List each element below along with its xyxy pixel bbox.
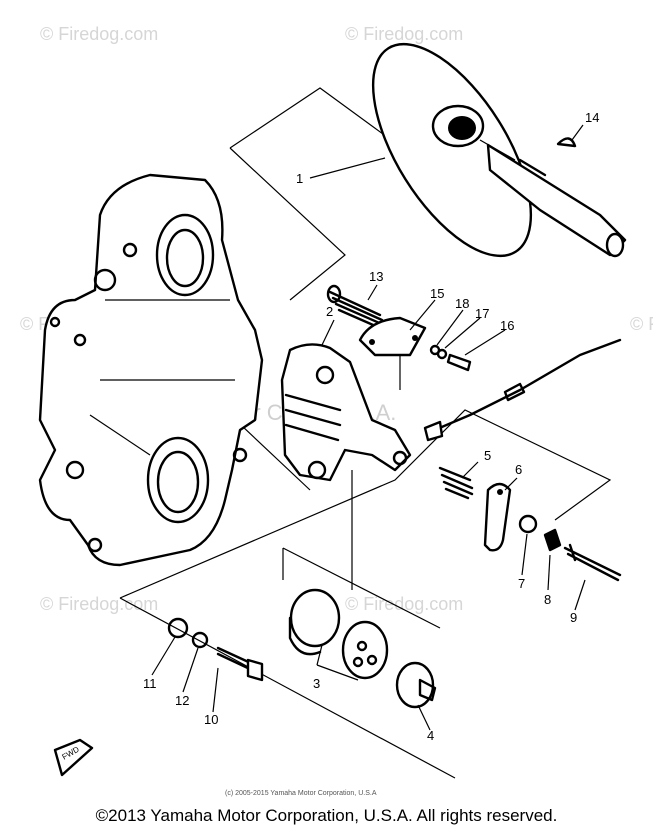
woodruff-key [556, 137, 577, 148]
part-number-12: 12 [175, 693, 189, 708]
watermark-mid-right: © Firedog.com [630, 314, 653, 334]
part-number-15: 15 [430, 286, 444, 301]
part-number-3: 3 [313, 676, 320, 691]
chaincase-cover [38, 173, 264, 567]
grouping-lines [119, 87, 612, 779]
fine-print: (c) 2005-2015 Yamaha Motor Corporation, … [225, 790, 377, 797]
callout-leaders [151, 157, 586, 731]
bracket-plate [358, 316, 427, 357]
part-number-labels: 1 2 3 4 5 6 7 8 9 10 11 12 13 14 15 16 1… [143, 110, 599, 743]
leader-pads-top [282, 547, 441, 629]
part-number-2: 2 [326, 304, 333, 319]
part-number-8: 8 [544, 592, 551, 607]
leader-disc-left [229, 147, 346, 301]
watermark-bottom-left: © Firedog.com [40, 594, 158, 614]
part-number-5: 5 [484, 448, 491, 463]
adjust-bolt-9 [563, 543, 622, 582]
part-number-4: 4 [427, 728, 434, 743]
copyright-caption: ©2013 Yamaha Motor Corporation, U.S.A. A… [95, 806, 558, 825]
watermark-top-left: © Firedog.com [40, 24, 158, 44]
watermark-top-right: © Firedog.com [345, 24, 463, 44]
bolt-16 [446, 353, 472, 372]
lock-washer-17 [436, 348, 448, 360]
leader-bottom-group [119, 409, 612, 599]
washer-7 [518, 514, 538, 534]
leader-bottom-edge [119, 597, 456, 779]
brake-lever [483, 482, 512, 552]
part-number-7: 7 [518, 576, 525, 591]
brake-pads [288, 588, 389, 680]
part-number-14: 14 [585, 110, 599, 125]
watermark-bottom-right: © Firedog.com [345, 594, 463, 614]
part-number-6: 6 [515, 462, 522, 477]
forward-arrow-icon: FWD [53, 738, 94, 777]
part-number-9: 9 [570, 610, 577, 625]
part-number-16: 16 [500, 318, 514, 333]
part-number-11: 11 [143, 676, 157, 691]
part-number-18: 18 [455, 296, 469, 311]
brake-disc [371, 42, 627, 258]
brake-caliper [280, 343, 412, 482]
part-number-17: 17 [475, 306, 489, 321]
part-number-1: 1 [296, 171, 303, 186]
nut-8 [543, 528, 562, 552]
return-spring [438, 466, 474, 500]
lock-washer-12 [191, 631, 209, 649]
caliper-spring [326, 284, 386, 330]
washer-11 [167, 617, 189, 639]
part-number-10: 10 [204, 712, 218, 727]
brake-cable [428, 338, 622, 434]
leader-disc-top [229, 87, 399, 149]
brake-puck [395, 661, 437, 709]
part-number-13: 13 [369, 269, 383, 284]
